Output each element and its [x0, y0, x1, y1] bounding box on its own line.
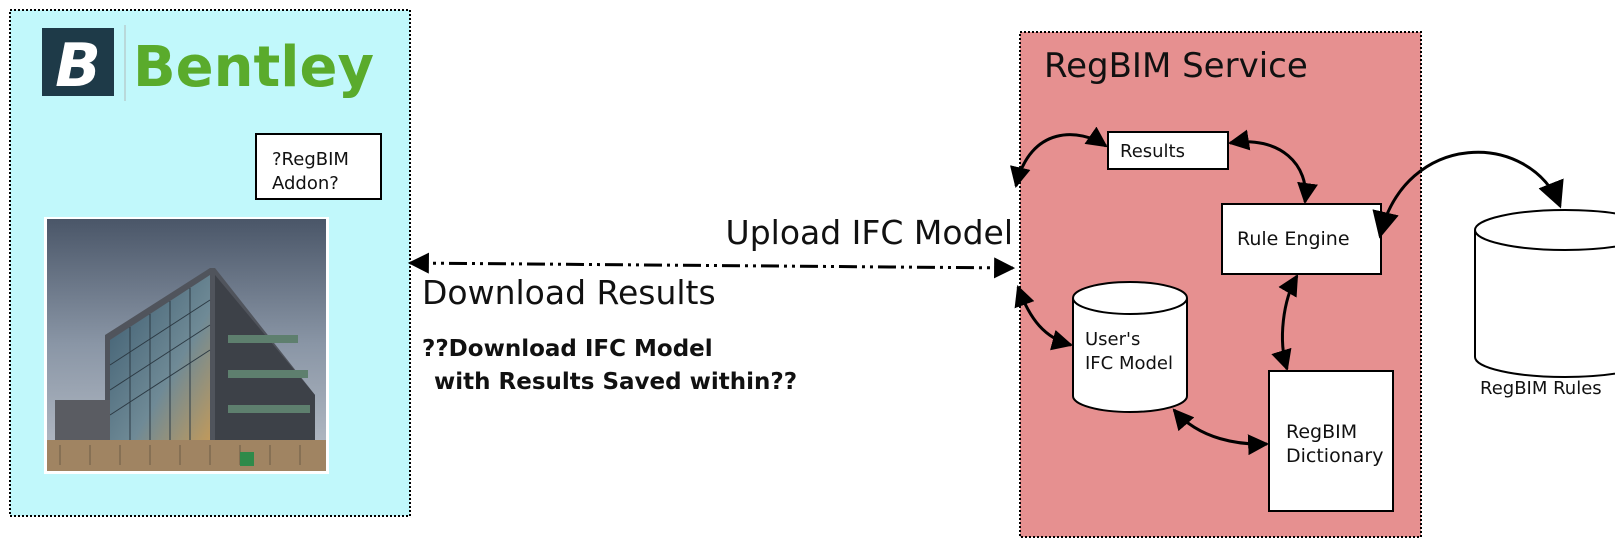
arrow-entry-results [1010, 126, 1108, 189]
bentley-logo-letter: B [55, 31, 101, 101]
addon-label-line2: Addon? [272, 173, 339, 194]
service-title: RegBIM Service [1044, 46, 1308, 86]
regbim-addon-box: ?RegBIM Addon? [255, 133, 382, 200]
download-label: Download Results [422, 273, 716, 312]
regbim-rules-cylinder [1474, 209, 1615, 378]
arrow-ruleengine-rules [1372, 150, 1564, 239]
arrow-ruleengine-dictionary [1271, 274, 1299, 372]
users-ifc-model-cylinder: User's IFC Model [1072, 281, 1188, 413]
dictionary-line1: RegBIM [1286, 421, 1357, 443]
upload-label: Upload IFC Model [726, 213, 1013, 252]
dictionary-line2: Dictionary [1286, 445, 1383, 467]
bentley-logo-text: Bentley [133, 35, 374, 100]
bentley-logo-mark [42, 28, 114, 96]
rule-engine-box: Rule Engine [1221, 203, 1382, 275]
rule-engine-label: Rule Engine [1237, 228, 1350, 250]
addon-label-line1: ?RegBIM [272, 149, 349, 170]
results-box: Results [1107, 131, 1229, 170]
regbim-dictionary-box: RegBIM Dictionary [1268, 370, 1394, 512]
building-photo [44, 217, 329, 474]
arrow-results-ruleengine [1227, 129, 1318, 205]
users-ifc-model-line1: User's [1085, 329, 1140, 350]
arrow-entry-usermodel [1014, 285, 1074, 351]
upload-download-connector [407, 252, 1016, 279]
bentley-logo: B Bentley [42, 25, 374, 101]
regbim-rules-label: RegBIM Rules [1480, 378, 1602, 399]
results-label: Results [1120, 141, 1185, 162]
service-arrows [1010, 126, 1564, 456]
note-line2: with Results Saved within?? [434, 369, 797, 395]
arrow-usermodel-dictionary [1172, 408, 1270, 456]
note-line1: ??Download IFC Model [422, 336, 713, 362]
users-ifc-model-line2: IFC Model [1085, 353, 1173, 374]
